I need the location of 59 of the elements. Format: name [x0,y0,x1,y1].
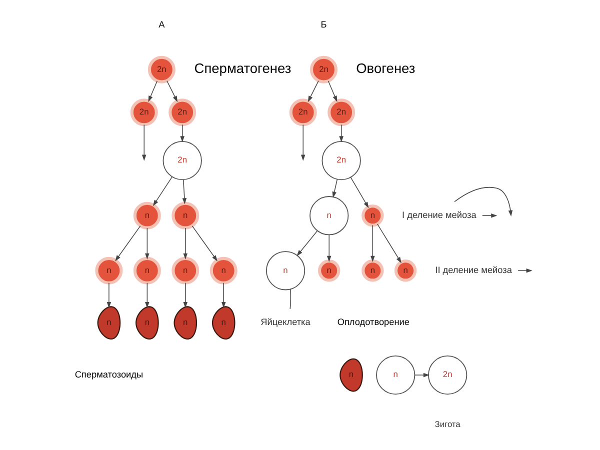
node-circle: n [133,256,161,284]
node-label: Зигота [434,418,460,429]
arrow [370,224,375,262]
label: Оплодотворение [337,317,410,328]
node-circle: 2n [168,98,196,126]
arrow [115,226,141,262]
node-text: Яйцеклетка [260,317,310,328]
label: Овогенез [356,60,416,76]
node-text: I деление мейоза [402,210,476,220]
node-text: II деление мейоза [435,265,512,276]
label: Сперматогенез [194,60,292,76]
node-circle: 2n [130,98,158,126]
arrow [145,228,150,260]
arrow [182,179,187,204]
arrow [332,179,338,198]
connector [290,288,292,310]
arrow [148,80,158,102]
node-circle: n [376,355,416,395]
node-circle: n [318,260,340,282]
node-circle: n [394,260,417,282]
node-circle: 2n [328,98,356,126]
node-circle: n [362,204,384,227]
node-circle: 2n [289,98,317,126]
node-circle: n [95,256,123,284]
arrow [192,226,218,262]
arrow [308,80,319,102]
node-circle: 2n [148,56,176,84]
node-circle: n [310,196,349,236]
arrow [414,372,430,378]
arrow [339,124,344,142]
arrow [350,177,369,208]
arrow [142,124,146,161]
label: Б [320,20,327,30]
arrow [152,176,173,206]
arrow [296,230,318,256]
node-circle: n [172,202,200,230]
arrow [180,124,184,142]
arrow [145,282,150,308]
node-circle: n [210,256,238,284]
node-circle: n [133,202,161,230]
arrow [221,282,226,308]
arrow [328,80,338,102]
arrow [482,213,498,218]
node-circle: 2n [428,355,468,395]
arrow [326,234,332,262]
arrow [183,282,188,308]
arrow [183,228,188,260]
arrow [166,80,178,102]
arrow [454,186,513,216]
node-circle: 2n [310,56,338,84]
label: Сперматозоиды [74,369,144,380]
node-circle: 2n [322,141,361,180]
node-circle: n [172,256,200,284]
arrow [300,124,306,161]
arrow [106,282,112,308]
node-circle: n [362,260,384,282]
label: А [158,20,165,30]
node-circle: 2n [162,141,202,180]
arrow [377,224,402,264]
